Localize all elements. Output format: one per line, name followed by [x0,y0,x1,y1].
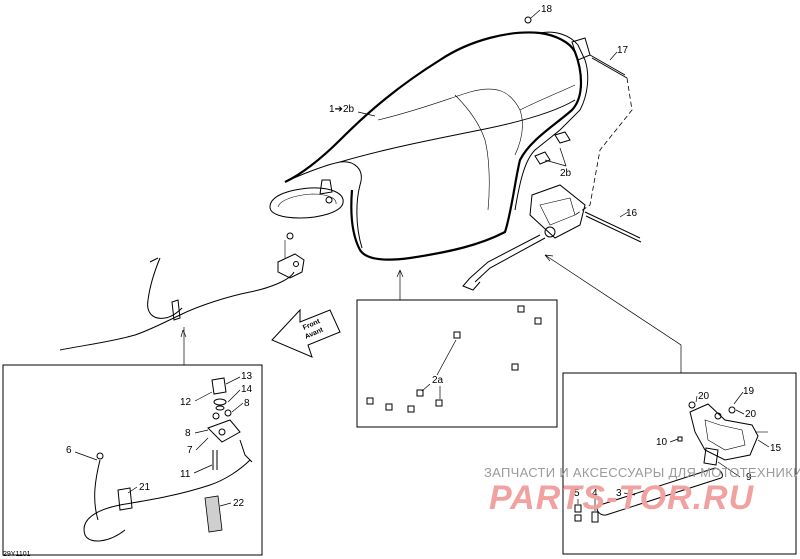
fastener-group [366,305,542,413]
detail-box-fasteners: 2a [356,299,558,428]
callout-3: 3 [616,488,622,499]
callout-6: 6 [66,445,72,456]
callout-22: 22 [233,498,245,509]
callout-11: 11 [180,469,191,480]
callout-17: 17 [617,45,629,56]
rear-hardware [462,16,642,291]
callout-2b: 2b [560,168,572,179]
callout-20a: 20 [698,391,710,402]
callout-8a: 8 [244,398,250,409]
seat [269,31,589,261]
callout-7: 7 [187,445,193,456]
callout-20b: 20 [745,409,757,420]
diagram-ref-code: 29Y1101 [3,551,31,558]
detail-box-latch: 13 14 12 8 8 7 11 6 21 22 [2,364,263,556]
callout-8b: 8 [185,428,191,439]
callout-5: 5 [574,488,580,499]
callout-4: 4 [592,488,598,499]
callout-18: 18 [541,4,553,15]
detail-box-bracket: 19 20 20 15 10 9 3 4 5 [562,372,797,555]
callout-16: 16 [626,208,638,219]
callout-9: 9 [746,472,752,483]
seat-latch-assembly [59,232,305,351]
callout-1-2b: 1➔2b [329,104,355,115]
watermark-logo: PARTS-TOR.RU [489,479,755,517]
callout-12: 12 [180,397,192,408]
callout-15: 15 [770,443,782,454]
callout-19: 19 [743,386,755,397]
watermark-caption: ЗАПЧАСТИ И АКСЕССУАРЫ ДЛЯ МОТОТЕХНИКИ [484,465,800,480]
callout-13: 13 [241,371,253,382]
callout-2a: 2a [432,375,444,386]
callout-10: 10 [656,437,668,448]
front-direction-arrow: Front Avant [271,308,341,358]
callout-21: 21 [139,482,151,493]
callout-14: 14 [241,384,253,395]
